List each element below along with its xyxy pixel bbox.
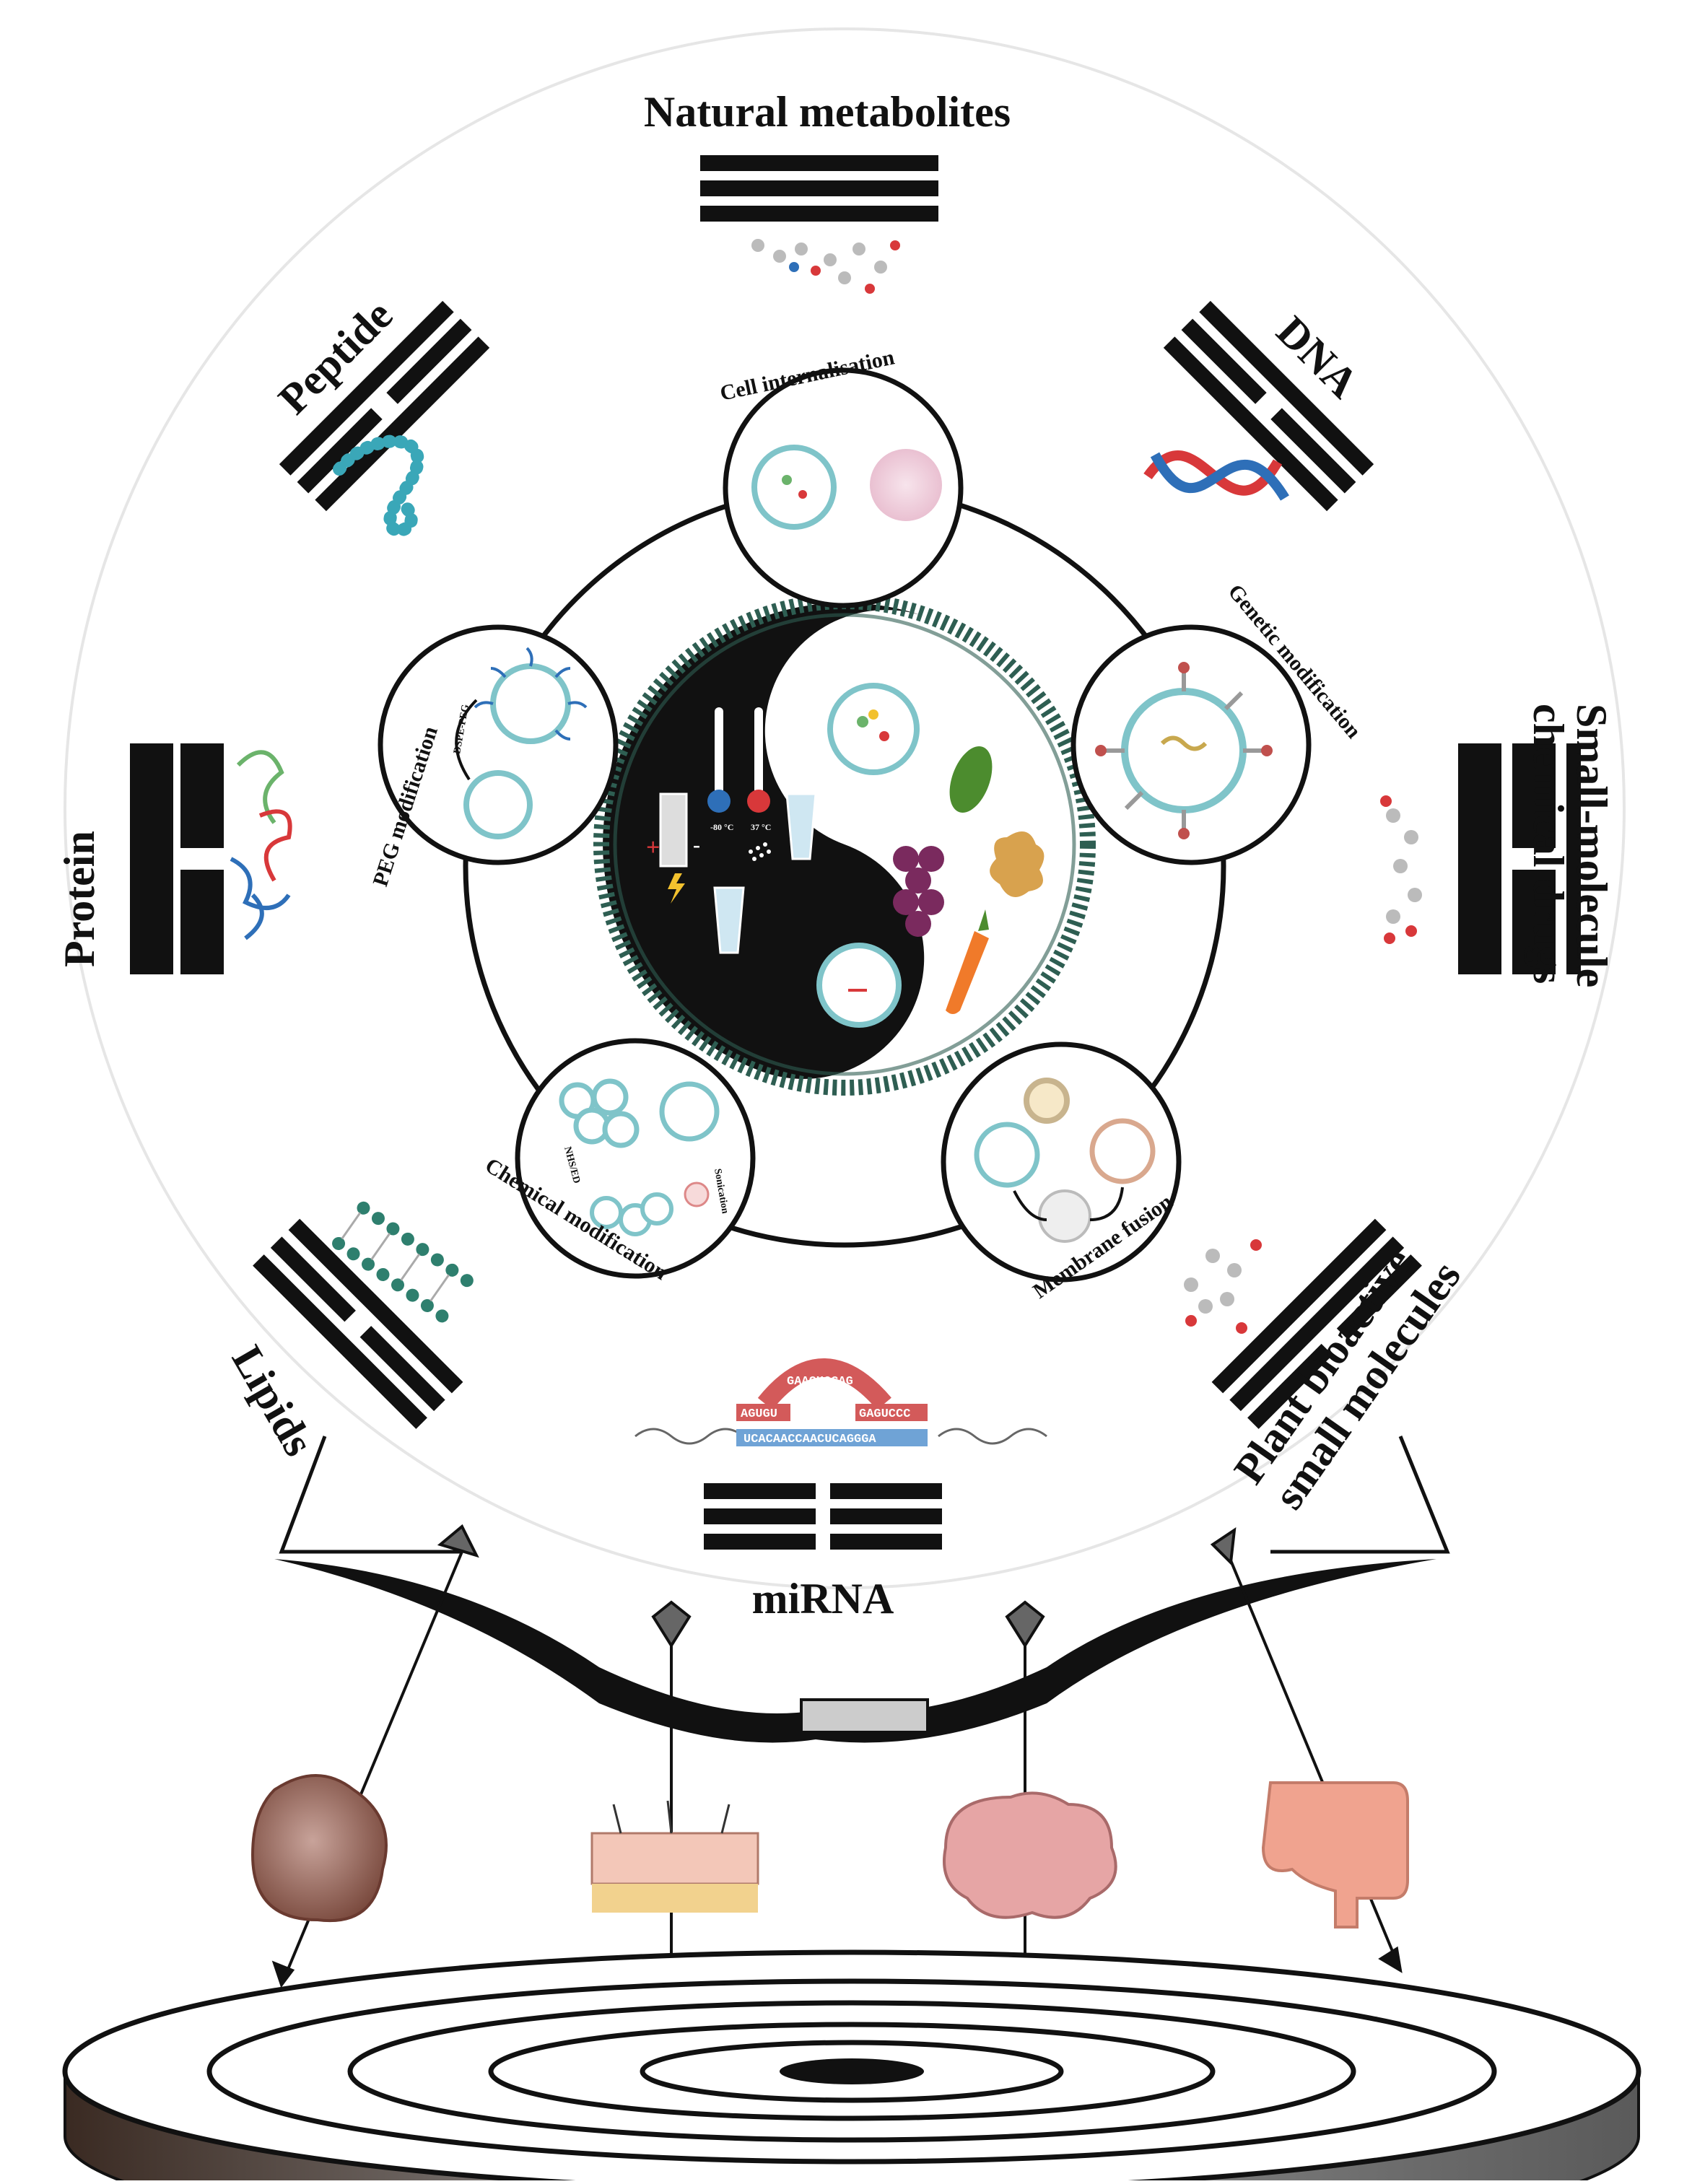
grape-icon — [893, 846, 944, 937]
molecule-icon — [1184, 1239, 1262, 1334]
protein-label: Protein — [56, 831, 103, 967]
trigram-heaven-icon — [700, 155, 938, 222]
lipid-bilayer-icon — [332, 1201, 474, 1323]
ultrasound-icon — [749, 842, 771, 861]
peg-modification-node: DSPE-PEG — [378, 624, 619, 865]
engineered-exosome-icon — [1121, 688, 1247, 813]
cucumber-icon — [949, 746, 993, 813]
lightning-icon — [668, 873, 685, 904]
membrane-fusion-node — [941, 1041, 1182, 1283]
brain-icon — [943, 1791, 1117, 1919]
rna-loop: GAACUCCAG — [787, 1375, 853, 1389]
electroporation-cuvette-icon — [659, 792, 688, 868]
tube-icon — [785, 792, 817, 860]
molecule-icon — [1380, 795, 1422, 944]
carrot-icon — [946, 931, 989, 1014]
natural-metabolites-label: Natural metabolites — [644, 88, 1011, 136]
rna-left-stem: AGUGU — [741, 1407, 777, 1421]
thermometer-warm-icon — [754, 707, 763, 794]
hybrid-vesicle-icon — [1089, 1118, 1156, 1184]
lipids-label: Lipids — [223, 1338, 323, 1464]
intestine-icon — [1261, 1781, 1409, 1929]
skin-icon — [590, 1800, 759, 1913]
recipient-cell-icon — [870, 449, 942, 521]
minus-icon: - — [693, 833, 700, 857]
tube-icon — [713, 886, 745, 954]
exosome-cluster-icon — [559, 1078, 640, 1148]
rna-right-stem: GAGUCCC — [859, 1407, 910, 1421]
dna-helix-icon — [1143, 450, 1289, 501]
exosome-icon — [974, 1122, 1040, 1188]
exosome-icon — [816, 943, 902, 1028]
protein-fold-icon — [230, 750, 292, 940]
temp-warm-label: 37 °C — [751, 822, 771, 832]
yin-yang-core: -80 °C 37 °C + - — [593, 593, 1096, 1096]
surface-protein-icon — [1104, 671, 1263, 830]
sonication-icon — [684, 1181, 710, 1207]
exosome-icon — [463, 770, 533, 839]
small-molecule-label-line2: chemical drugs — [1525, 704, 1572, 984]
thermometer-cold-icon — [715, 707, 723, 794]
plus-icon: + — [646, 834, 660, 861]
trigram-lipids-icon — [253, 1218, 463, 1429]
rna-bottom-strand: UCACAACCAACUCAGGGA — [744, 1433, 876, 1446]
trigram-small-molecule-icon — [1458, 743, 1581, 974]
temp-cold-label: -80 °C — [710, 822, 733, 832]
rna-hairpin-icon: AGUGU GAACUCCAG GAGUCCC UCACAACCAACUCAGG… — [635, 1358, 1047, 1446]
arrow-icon — [651, 1600, 692, 1988]
genetic-modification-node — [1070, 624, 1312, 865]
extruder-icon — [1038, 1189, 1091, 1243]
trigram-mirna-icon — [704, 1483, 942, 1550]
loaded-exosome-icon — [659, 1081, 720, 1142]
exosome-icon — [751, 445, 837, 530]
ginger-icon — [990, 831, 1045, 897]
cell-internalisation-node — [723, 367, 964, 608]
exosome-icon — [827, 683, 920, 775]
small-molecule-label-line1: Small-molecule — [1568, 704, 1615, 987]
arrow-icon — [1210, 1526, 1403, 1973]
tumor-cell-icon — [250, 1774, 388, 1923]
chemical-modification-node: NHS/ED Sonication — [515, 1038, 756, 1279]
liposome-icon — [1024, 1078, 1070, 1124]
peptide-label: Peptide — [269, 291, 401, 423]
trigram-dna-icon: DNA — [1163, 300, 1374, 512]
outer-faint-circle — [64, 27, 1626, 1589]
mirna-label: miRNA — [752, 1575, 894, 1622]
target-icon — [62, 1949, 1641, 2184]
trigram-plant-icon — [1211, 1218, 1422, 1429]
molecule-icon — [751, 239, 900, 294]
peptide-chain-icon — [333, 434, 424, 537]
trigram-peptide-icon: Peptide — [269, 291, 490, 512]
bow-icon — [274, 1436, 1450, 1743]
trigram-protein-icon — [130, 743, 224, 974]
